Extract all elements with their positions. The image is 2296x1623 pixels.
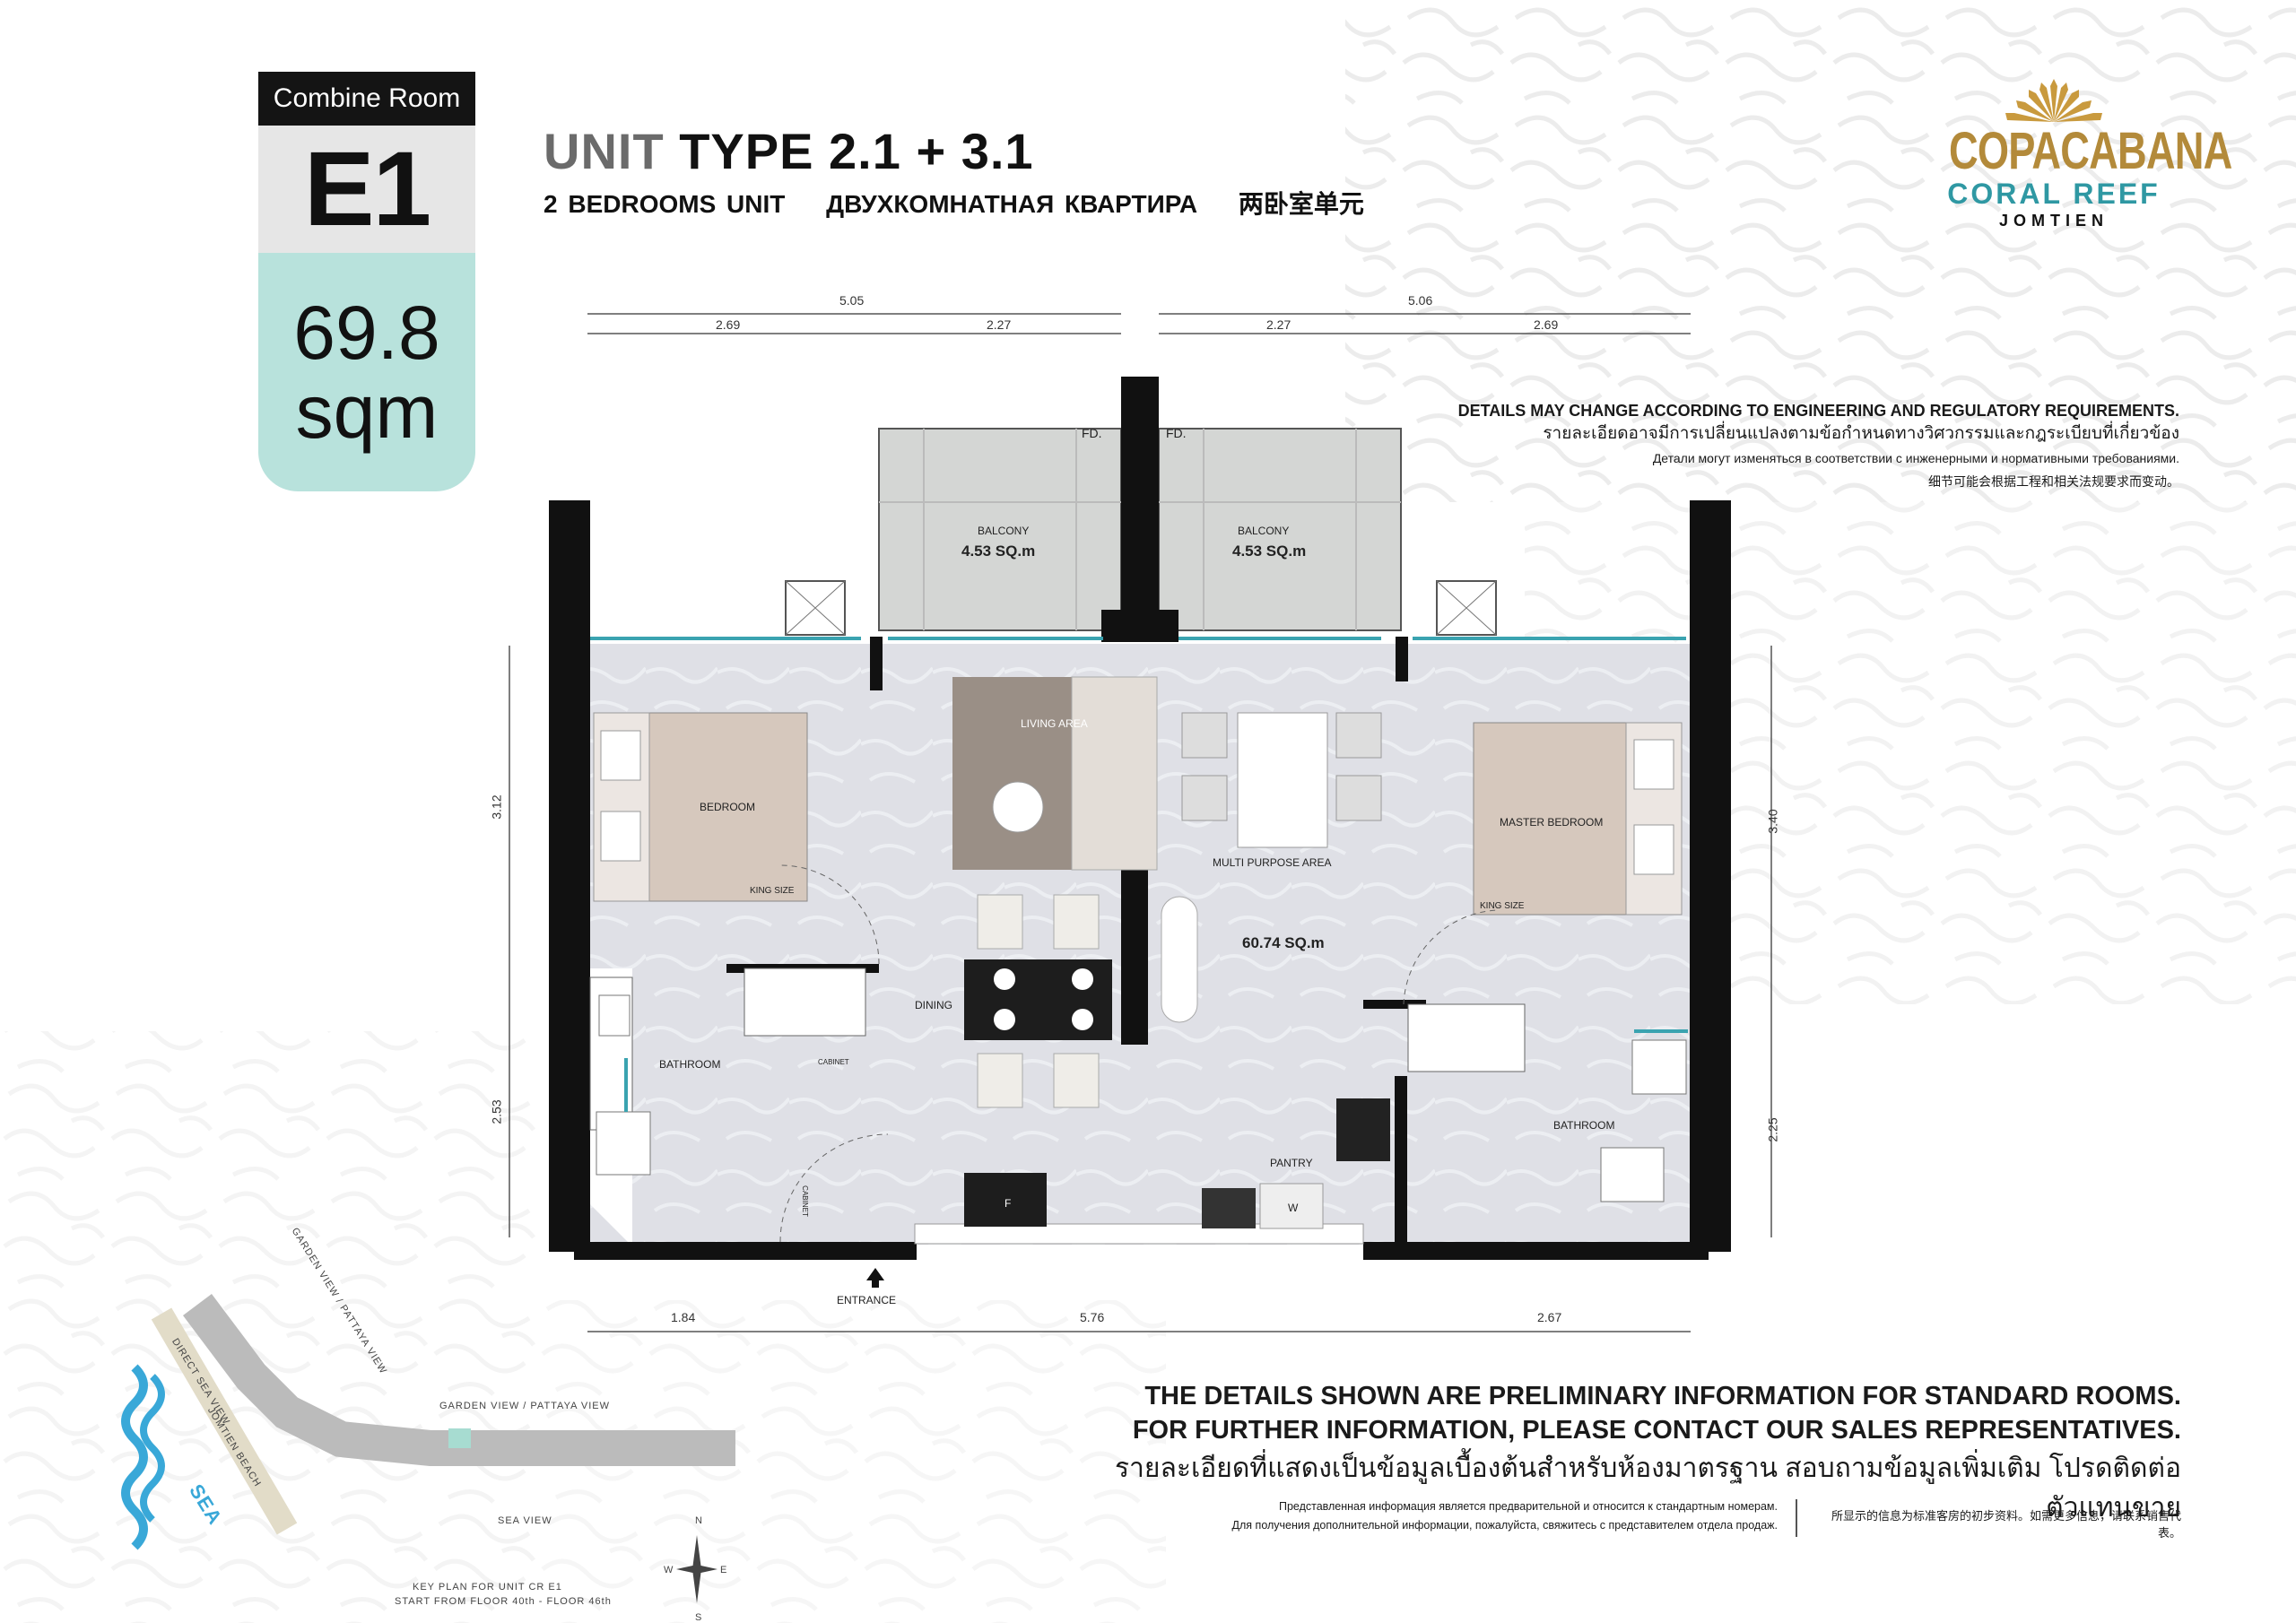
note-th: รายละเอียดอาจมีการเปลี่ยนแปลงตามข้อกำหนด… <box>1543 424 2179 443</box>
dim-top-4: 2.69 <box>1534 317 1559 332</box>
cabinet-label-1: CABINET <box>818 1058 849 1066</box>
preliminary-statement: THE DETAILS SHOWN ARE PRELIMINARY INFORM… <box>1040 1379 2181 1528</box>
note-cn: 细节可能会根据工程和相关法规要求而变动。 <box>1928 474 2179 489</box>
balcony-right <box>1158 428 1402 631</box>
balcony-left-label: BALCONY <box>978 525 1030 537</box>
balcony-right-area: 4.53 SQ.m <box>1232 542 1307 560</box>
entrance-arrow-icon <box>866 1268 884 1288</box>
title-type: TYPE 2.1 + 3.1 <box>679 123 1034 179</box>
right-wall <box>1690 500 1731 1252</box>
balcony-right-label: BALCONY <box>1238 525 1290 537</box>
unit-highlight <box>448 1428 471 1448</box>
kp-compass-e: E <box>720 1565 728 1575</box>
unit-code: E1 <box>258 126 475 253</box>
sunburst-logo-icon <box>2005 79 2102 122</box>
fd-right-label: FD. <box>1166 426 1187 440</box>
bathroom-left-label: BATHROOM <box>659 1058 721 1071</box>
key-plan-map <box>121 1294 735 1550</box>
dim-top-right-total: 5.06 <box>1408 293 1433 308</box>
compass-icon <box>676 1535 718 1603</box>
area-unit: sqm <box>295 369 439 454</box>
subtitle-en: 2 BEDROOMS UNIT <box>544 190 786 218</box>
balcony-left-area: 4.53 SQ.m <box>961 542 1036 560</box>
title-prefix: UNIT <box>544 123 665 179</box>
statement-th: รายละเอียดที่แสดงเป็นข้อมูลเบื้องต้นสำหร… <box>1114 1454 2181 1523</box>
bedroom-label: BEDROOM <box>700 801 756 813</box>
kp-caption-1: KEY PLAN FOR UNIT CR E1 <box>413 1582 562 1593</box>
dim-bottom-3: 2.67 <box>1537 1310 1562 1324</box>
king-size-left: KING SIZE <box>750 886 795 896</box>
dim-right-upper: 3.40 <box>1765 809 1780 834</box>
living-area-label: LIVING AREA <box>1021 717 1088 730</box>
pantry-label: PANTRY <box>1270 1157 1313 1169</box>
area-badge: 69.8 sqm <box>258 253 475 491</box>
disclaimer-notes: DETAILS MAY CHANGE ACCORDING TO ENGINEER… <box>1399 400 2179 493</box>
subtitle-ru: ДВУХКОМНАТНАЯ КВАРТИРА <box>826 190 1198 218</box>
dim-top-left-total: 5.05 <box>839 293 865 308</box>
dim-left-lower: 2.53 <box>489 1099 504 1124</box>
page-title: UNIT TYPE 2.1 + 3.1 <box>544 122 1034 180</box>
dim-top-3: 2.27 <box>1266 317 1292 332</box>
room-type-label: Combine Room <box>258 72 475 126</box>
brand-location: JOMTIEN <box>1998 212 2109 230</box>
statement-en-2: FOR FURTHER INFORMATION, PLEASE CONTACT … <box>1132 1416 2181 1445</box>
subtitle: 2 BEDROOMS UNIT ДВУХКОМНАТНАЯ КВАРТИРА 两… <box>544 185 1395 221</box>
statement-cn: 所显示的信息为标准客房的初步资料。如需更多信息，请联系销售代表。 <box>1831 1509 2181 1540</box>
dim-bottom-1: 1.84 <box>671 1310 696 1324</box>
master-bedroom-label: MASTER BEDROOM <box>1500 816 1604 829</box>
washer-label: W <box>1288 1202 1299 1214</box>
dim-right-lower: 2.25 <box>1765 1117 1780 1142</box>
kp-garden-view: GARDEN VIEW / PATTAYA VIEW <box>439 1401 611 1411</box>
kp-compass-w: W <box>664 1565 674 1575</box>
statement-ru: Представленная информация является предв… <box>1040 1497 1778 1535</box>
note-ru: Детали могут изменяться в соответствии с… <box>1652 451 2179 465</box>
statement-ru-1: Представленная информация является предв… <box>1278 1500 1778 1513</box>
dim-left-upper: 3.12 <box>489 794 504 820</box>
kp-sea-view: SEA VIEW <box>498 1515 552 1526</box>
dim-bottom-2: 5.76 <box>1080 1310 1105 1324</box>
multi-purpose-label: MULTI PURPOSE AREA <box>1213 856 1332 869</box>
king-size-right: KING SIZE <box>1480 901 1525 911</box>
balcony-left <box>878 428 1122 631</box>
area-value: 69.8 <box>293 291 440 375</box>
kp-compass-n: N <box>695 1515 703 1526</box>
statement-ru-2: Для получения дополнительной информации,… <box>1231 1519 1778 1532</box>
bathroom-right-label: BATHROOM <box>1553 1119 1615 1132</box>
left-wall <box>549 500 590 1252</box>
statement-en-1: THE DETAILS SHOWN ARE PRELIMINARY INFORM… <box>1144 1382 2181 1410</box>
kp-compass-s: S <box>695 1612 703 1623</box>
subtitle-cn: 两卧室单元 <box>1238 190 1364 218</box>
fridge <box>964 1173 1047 1227</box>
entrance-label: ENTRANCE <box>837 1294 897 1306</box>
cabinet-label-2: CABINET <box>800 1185 809 1217</box>
kp-caption-2: START FROM FLOOR 40th - FLOOR 46th <box>395 1596 612 1607</box>
brand-sub: CORAL REEF <box>1947 178 2161 210</box>
dim-top-1: 2.69 <box>716 317 741 332</box>
center-wall <box>1121 377 1159 637</box>
statement-separator <box>1796 1499 1797 1537</box>
dim-top-2: 2.27 <box>987 317 1012 332</box>
dining-label: DINING <box>915 999 952 1011</box>
fd-left-label: FD. <box>1082 426 1102 440</box>
multi-purpose-area: 60.74 SQ.m <box>1242 934 1325 951</box>
note-en: DETAILS MAY CHANGE ACCORDING TO ENGINEER… <box>1457 402 2179 420</box>
fridge-label: F <box>1004 1197 1012 1210</box>
